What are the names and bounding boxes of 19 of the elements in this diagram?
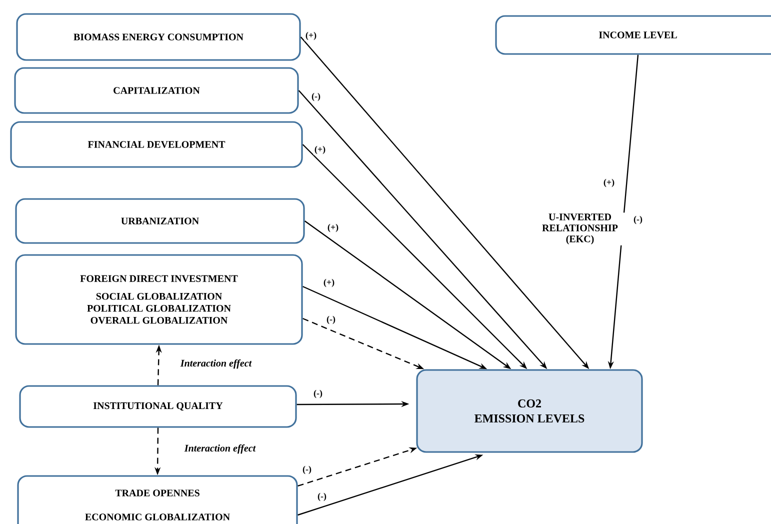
sign-label: (-) bbox=[634, 216, 642, 224]
sign-label: (-) bbox=[302, 464, 312, 476]
variable-box: FOREIGN DIRECT INVESTMENT SOCIAL GLOBALIZATION POLITICAL GLOBALIZATION OVERALL GLOBALIZATION bbox=[15, 254, 303, 345]
variable-box: TRADE OPENNES ECONOMIC GLOBALIZATION bbox=[17, 475, 298, 524]
variable-box: BIOMASS ENERGY CONSUMPTION bbox=[16, 13, 301, 61]
variable-box: URBANIZATION bbox=[15, 198, 305, 244]
outcome-box: CO2 EMISSION LEVELS bbox=[416, 369, 643, 453]
edge-label: Interaction effect bbox=[183, 443, 257, 455]
sign-label: (-) bbox=[310, 92, 322, 102]
variable-box: FINANCIAL DEVELOPMENT bbox=[10, 121, 303, 168]
edge-label: Interaction effect bbox=[179, 358, 253, 370]
variable-box: CAPITALIZATION bbox=[14, 67, 299, 114]
sign-label: (-) bbox=[316, 492, 328, 502]
variable-box: INSTITUTIONAL QUALITY bbox=[19, 385, 297, 428]
variable-box: INCOME LEVEL bbox=[495, 15, 771, 55]
edge-label: U-INVERTED RELATIONSHIP (EKC) bbox=[532, 212, 628, 246]
sign-label: (-) bbox=[312, 388, 324, 400]
sign-label: (-) bbox=[326, 314, 336, 326]
sign-label: (+) bbox=[604, 178, 614, 188]
